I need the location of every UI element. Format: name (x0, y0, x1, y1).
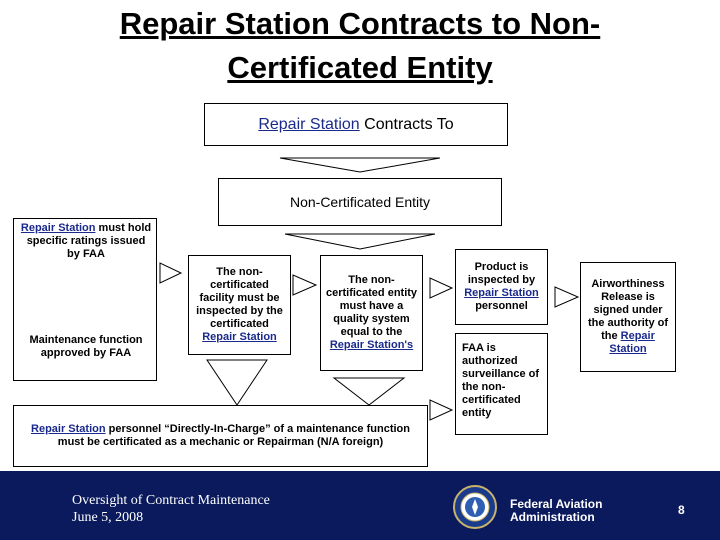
agency-name: Federal Aviation Administration (510, 497, 603, 524)
left-requirements-box: Repair Station must hold specific rating… (13, 218, 157, 381)
faa-surveillance-box: FAA is authorized surveillance of the no… (455, 333, 548, 435)
slide-title: Repair Station Contracts to Non- Certifi… (60, 2, 660, 90)
footer-date: June 5, 2008 (72, 510, 144, 525)
arrow-right-3 (429, 277, 454, 299)
product-inspected-box: Product is inspected by Repair Station p… (455, 249, 548, 325)
arrow-top-to-entity (279, 157, 441, 173)
page-number: 8 (678, 503, 685, 517)
arrow-right-1 (159, 262, 183, 284)
title-line-2: Certificated Entity (227, 50, 493, 85)
title-line-1: Repair Station Contracts to Non- (119, 6, 601, 41)
directly-in-charge-box: Repair Station personnel “Directly-In-Ch… (13, 405, 428, 467)
slide-footer: Oversight of Contract Maintenance June 5… (0, 471, 720, 540)
repair-station-link[interactable]: Repair Station (258, 115, 360, 133)
repair-station-contracts-box: Repair Station Contracts To (204, 103, 508, 146)
arrow-right-2 (292, 274, 318, 296)
footer-title: Oversight of Contract Maintenance (72, 493, 270, 508)
repair-station-link[interactable]: Repair Station (31, 423, 106, 435)
arrow-mid-down-2 (332, 377, 406, 406)
maintenance-function-text: Maintenance function approved by FAA (29, 334, 143, 359)
quality-system-box: The non-certificated entity must have a … (320, 255, 423, 371)
airworthiness-release-box: Airworthiness Release is signed under th… (580, 262, 676, 372)
repair-station-link[interactable]: Repair Station (202, 331, 277, 343)
repair-station-link[interactable]: Repair Station (609, 330, 655, 355)
faa-seal-icon (453, 485, 497, 529)
arrow-bottom-right (429, 399, 454, 421)
arrow-mid-down-1 (206, 359, 268, 406)
repair-station-link[interactable]: Repair Station (464, 287, 539, 299)
facility-inspection-box: The non-certificated facility must be in… (188, 255, 291, 355)
arrow-entity-down (284, 233, 436, 250)
footer-presentation-info: Oversight of Contract Maintenance June 5… (72, 492, 270, 526)
arrow-right-4 (554, 286, 580, 308)
repair-station-link[interactable]: Repair Station's (329, 339, 414, 351)
repair-station-link[interactable]: Repair Station (20, 222, 96, 234)
non-certificated-entity-box: Non-Certificated Entity (218, 178, 502, 226)
